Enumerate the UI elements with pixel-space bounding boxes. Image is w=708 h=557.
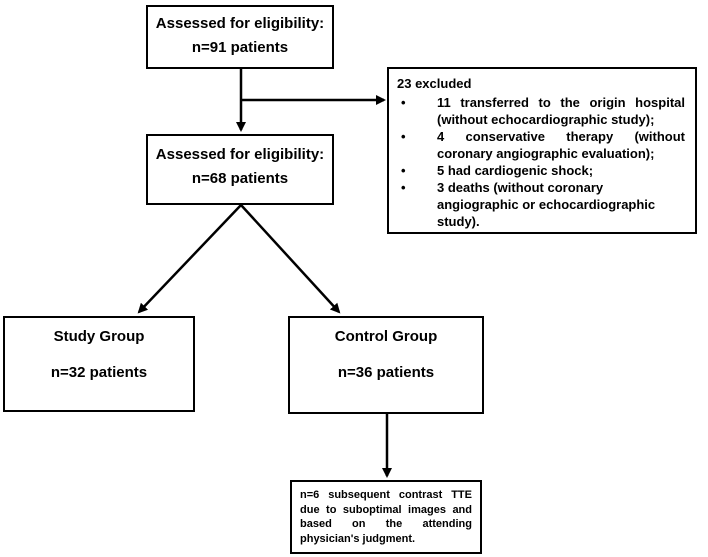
excluded-item-4: 3 deaths (without coronary angiographic … <box>397 179 685 230</box>
study-group-title: Study Group <box>53 328 145 345</box>
box2-line1: Assessed for eligibility: <box>155 146 325 163</box>
control-group-count: n=36 patients <box>337 364 435 381</box>
control-group-box: Control Group n=36 patients <box>288 316 484 414</box>
arrow-to-control-group <box>240 204 341 314</box>
excluded-title: 23 excluded <box>397 76 472 91</box>
box2-line2: n=68 patients <box>191 170 289 187</box>
excluded-box: 23 excluded 11 transferred to the origin… <box>387 67 697 234</box>
study-group-count: n=32 patients <box>50 364 148 381</box>
excluded-item-2: 4 conservative therapy (without coronary… <box>397 128 685 162</box>
eligibility-box-68: Assessed for eligibility: n=68 patients <box>146 134 334 205</box>
contrast-tte-box: n=6 subsequent contrast TTE due to subop… <box>290 480 482 554</box>
excluded-item-1: 11 transferred to the origin hospital (w… <box>397 94 685 128</box>
study-group-box: Study Group n=32 patients <box>3 316 195 412</box>
control-group-title: Control Group <box>334 328 438 345</box>
arrow-to-study-group <box>137 204 242 314</box>
box1-line2: n=91 patients <box>191 39 289 56</box>
box1-line1: Assessed for eligibility: <box>155 15 325 32</box>
excluded-item-3: 5 had cardiogenic shock; <box>397 162 685 179</box>
eligibility-box-91: Assessed for eligibility: n=91 patients <box>146 5 334 69</box>
contrast-tte-text: n=6 subsequent contrast TTE due to subop… <box>300 489 472 545</box>
